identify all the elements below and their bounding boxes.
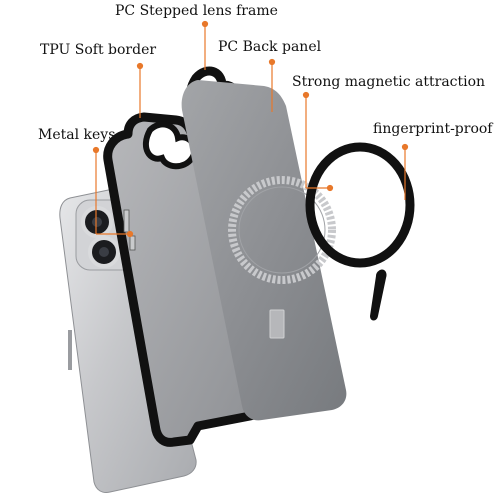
metal-key-1: [123, 209, 130, 233]
magnetic-ring: [305, 142, 415, 268]
metal-key-2: [129, 235, 136, 251]
alignment-mark: [269, 309, 285, 339]
back-panel: [181, 80, 347, 421]
label-lens-frame: PC Stepped lens frame: [115, 3, 278, 19]
callout-lines: [92, 20, 409, 238]
label-metal-keys: Metal keys: [38, 127, 116, 143]
tpu-case: [103, 112, 268, 447]
label-back-panel: PC Back panel: [218, 39, 322, 55]
label-fingerprint: fingerprint-proof: [373, 121, 493, 137]
label-magnetic: Strong magnetic attraction: [292, 74, 486, 90]
label-tpu-border: TPU Soft border: [40, 42, 157, 58]
magnet-alignment-strip: [370, 269, 387, 321]
side-button: [68, 330, 72, 370]
magsafe-ring-imprint: [228, 176, 336, 284]
